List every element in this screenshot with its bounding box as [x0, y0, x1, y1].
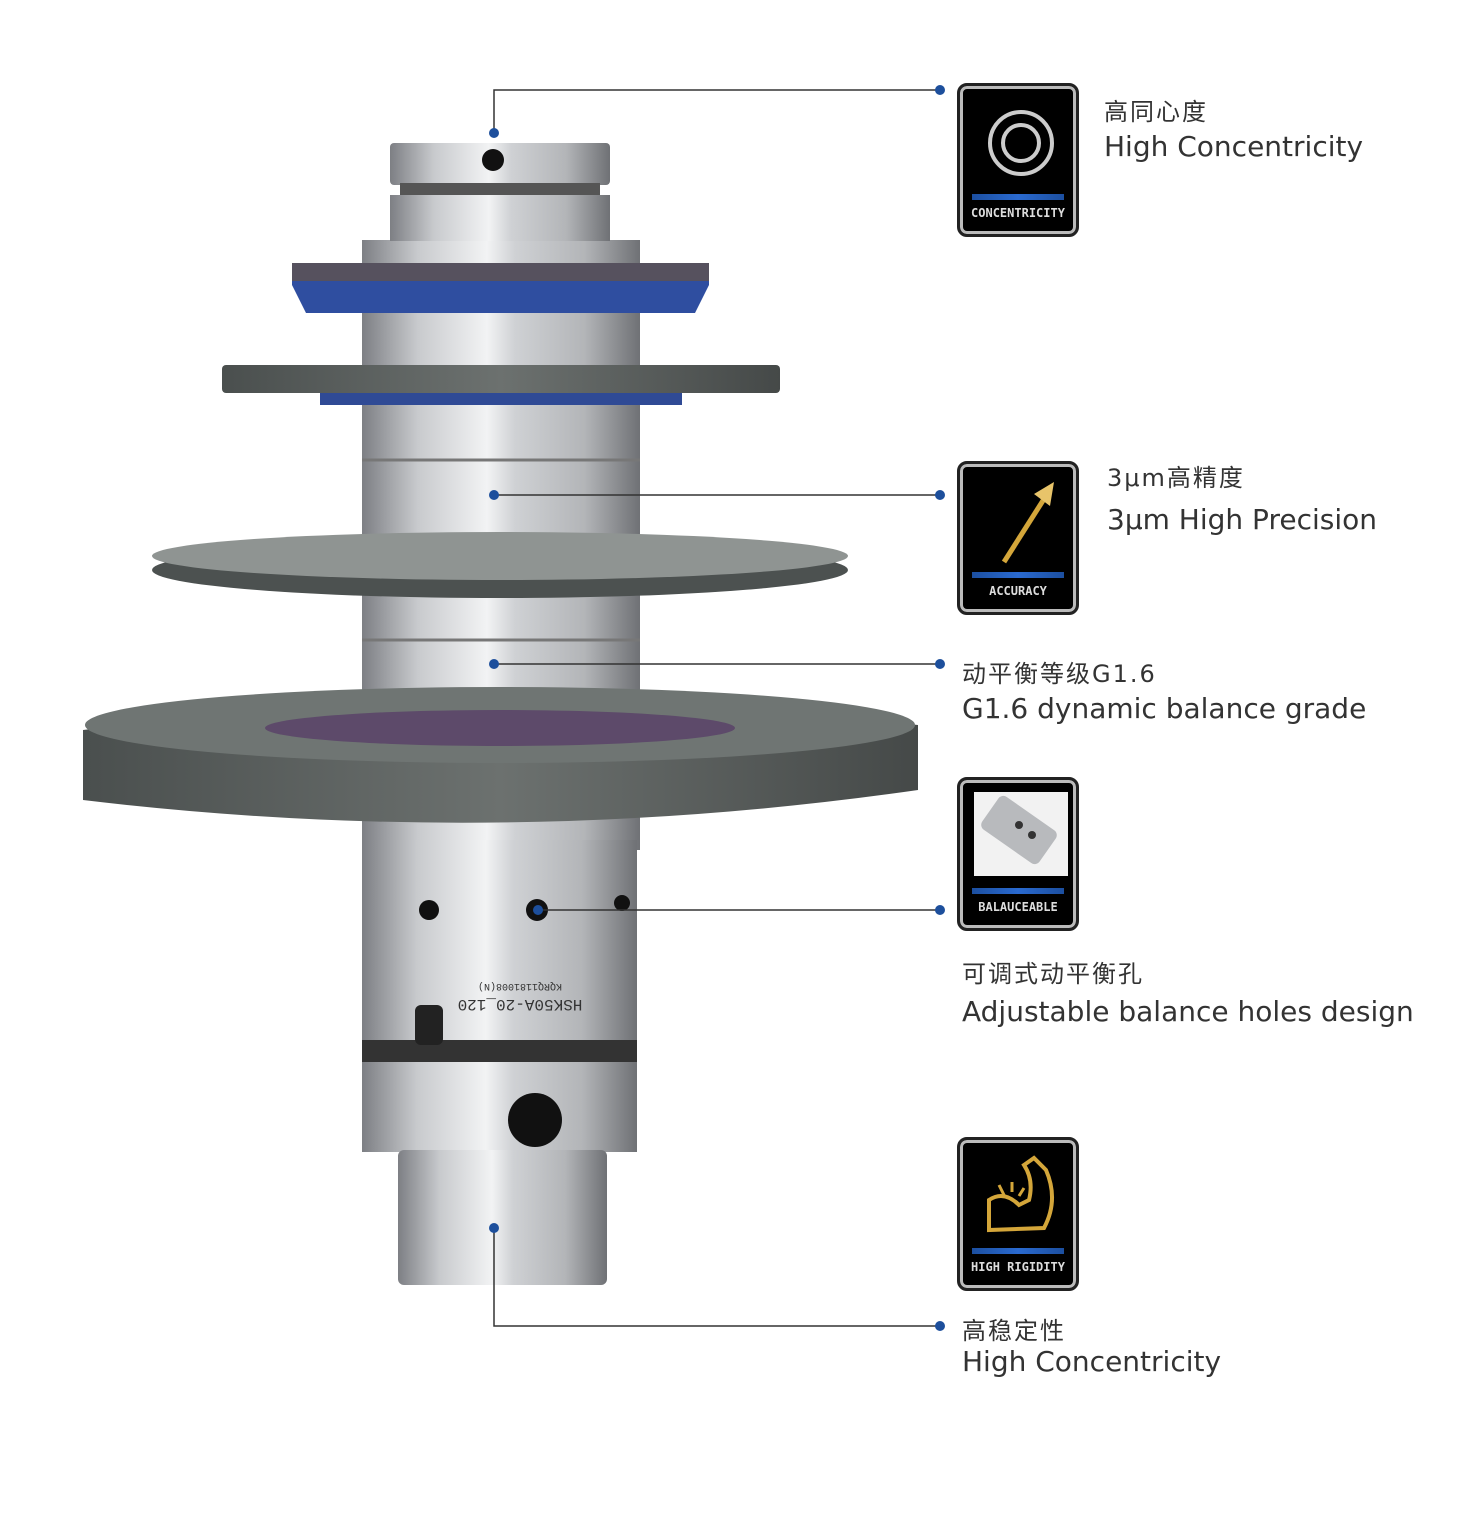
balanceable-badge: BALAUCEABLE	[957, 777, 1079, 931]
callout-lines	[493, 89, 940, 1327]
feature-title-en: 3μm High Precision	[1107, 503, 1377, 536]
callout-dot	[489, 128, 499, 138]
concentric-circles-icon	[988, 110, 1054, 176]
feature-title-en: High Concentricity	[962, 1345, 1222, 1378]
feature-title-en: Adjustable balance holes design	[962, 995, 1414, 1028]
feature-title-cn: 3μm高精度	[1107, 464, 1245, 492]
arrow-up-right-icon	[1001, 482, 1054, 564]
product-marking: HSK50A-20_120 KQRQ1181008(N)	[458, 980, 583, 1013]
svg-text:HSK50A-20_120: HSK50A-20_120	[458, 995, 583, 1013]
badge-label: HIGH RIGIDITY	[971, 1260, 1065, 1274]
feature-title-cn: 高稳定性	[962, 1317, 1066, 1345]
callout-dot	[489, 490, 499, 500]
hsk-shank	[398, 1150, 607, 1285]
grinding-wheel-2	[222, 365, 780, 393]
accuracy-badge: ACCURACY	[957, 461, 1079, 615]
feature-title-cn: 可调式动平衡孔	[962, 960, 1144, 988]
callout-dot	[533, 905, 543, 915]
flexed-arm-icon	[987, 1155, 1054, 1233]
feature-title-en: G1.6 dynamic balance grade	[962, 692, 1367, 725]
badge-label: BALAUCEABLE	[978, 900, 1058, 914]
feature-title-en: High Concentricity	[1104, 130, 1364, 163]
callout-dot	[489, 1223, 499, 1233]
callout-dot	[935, 1321, 945, 1331]
nut	[390, 195, 610, 241]
callout-dot	[935, 490, 945, 500]
rigidity-badge: HIGH RIGIDITY	[957, 1137, 1079, 1291]
concentricity-badge: CONCENTRICITY	[957, 83, 1079, 237]
badge-label: CONCENTRICITY	[971, 206, 1065, 220]
feature-title-cn: 动平衡等级G1.6	[962, 660, 1157, 688]
callout-dot	[489, 659, 499, 669]
svg-text:KQRQ1181008(N): KQRQ1181008(N)	[478, 980, 562, 992]
callout-dot	[935, 905, 945, 915]
callout-dot	[935, 85, 945, 95]
badge-label: ACCURACY	[989, 584, 1047, 598]
callout-dot	[935, 659, 945, 669]
feature-title-cn: 高同心度	[1104, 98, 1208, 126]
balance-holes-photo-icon	[974, 792, 1068, 876]
